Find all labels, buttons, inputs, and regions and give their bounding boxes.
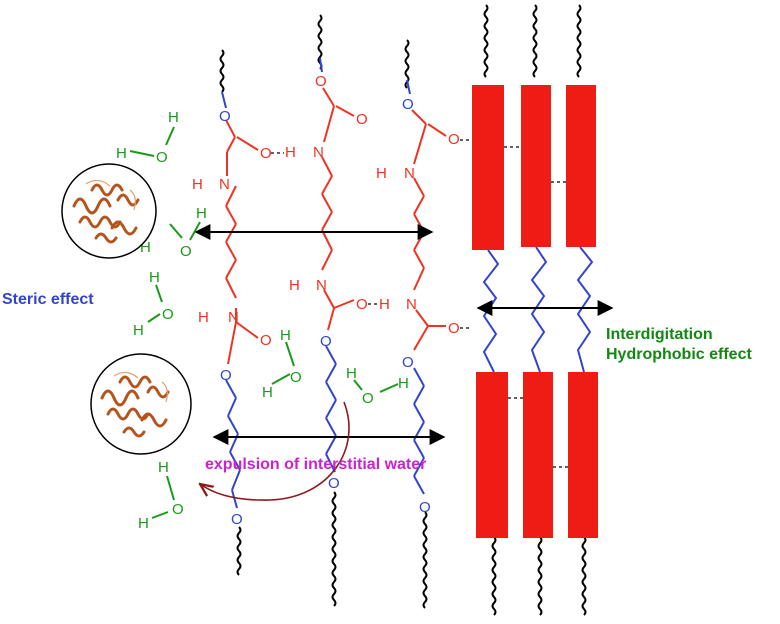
protein-ribbon-icon (100, 375, 170, 438)
protein-ribbon-icon (72, 183, 140, 244)
atom-n: N (313, 144, 324, 161)
lipid-block (521, 85, 551, 247)
protein-circle (90, 353, 192, 455)
atom-o: O (448, 320, 460, 337)
steric-effect-label: Steric effect (2, 291, 94, 308)
atom-o: O (156, 149, 168, 166)
atom-h: H (198, 309, 209, 326)
atom-n: N (219, 176, 230, 193)
protein-circle (61, 163, 157, 259)
atom-n: N (404, 165, 415, 182)
atom-h: H (133, 322, 144, 339)
atom-o: O (419, 499, 431, 516)
atom-h: H (196, 205, 207, 222)
water-molecule (129, 126, 399, 519)
atom-h: H (168, 109, 179, 126)
atom-o: O (328, 475, 340, 492)
atom-o: O (162, 306, 174, 323)
top-wavy-tails (219, 4, 582, 93)
atom-o: O (402, 354, 414, 371)
atom-o: O (315, 73, 327, 90)
atom-h: H (280, 327, 291, 344)
atom-o: O (260, 145, 272, 162)
atom-h: H (346, 365, 357, 382)
atom-h: H (379, 296, 390, 313)
protein-bottom (90, 353, 192, 455)
atom-o: O (402, 96, 414, 113)
lipid-block (476, 372, 508, 538)
atom-h: H (158, 459, 169, 476)
lipid-hbonds (504, 146, 568, 468)
atom-o: O (290, 369, 302, 386)
protein-top (61, 163, 157, 259)
atom-h: H (138, 515, 149, 532)
curved-expulsion-arrow (200, 401, 350, 501)
atom-o: O (231, 511, 243, 528)
atom-n: N (316, 277, 327, 294)
atom-o: O (260, 332, 272, 349)
atom-h: H (149, 269, 160, 286)
interdigitation-label: Interdigitation (606, 326, 713, 343)
atom-h: H (285, 144, 296, 161)
atom-h: H (262, 384, 273, 401)
lipid-block (568, 372, 598, 538)
lipid-block (566, 85, 596, 247)
molecule-middle: O O N H N H O O O (285, 57, 368, 492)
atom-h: H (376, 165, 387, 182)
interdigitated-chains (482, 246, 594, 373)
atom-h: H (116, 145, 127, 162)
bottom-wavy-tails (236, 491, 587, 616)
atom-h: H (140, 239, 151, 256)
water-molecules: H H O H H O H O H H O H H O H H O H (116, 109, 409, 532)
atom-h: H (192, 176, 203, 193)
atom-o: O (219, 108, 231, 125)
atom-o: O (180, 243, 192, 260)
atom-o: O (356, 111, 368, 128)
hydrophobic-effect-label: Hydrophobic effect (606, 346, 752, 363)
atom-o: O (362, 390, 374, 407)
atom-o: O (220, 367, 232, 384)
lipid-block (472, 85, 504, 250)
atom-n: N (406, 296, 417, 313)
atom-o: O (356, 296, 368, 313)
lipid-blocks (472, 85, 598, 538)
atom-h: H (289, 277, 300, 294)
arrows (194, 224, 614, 445)
atom-o: O (448, 131, 460, 148)
atom-o: O (172, 501, 184, 518)
atom-h: H (398, 375, 409, 392)
hydrogen-bonds (271, 139, 472, 329)
molecule-right: O O N H N H O O O (376, 79, 460, 516)
expulsion-label: expulsion of interstitial water (205, 456, 426, 473)
lipid-block (523, 372, 553, 538)
atom-n: N (228, 309, 239, 326)
atom-o: O (320, 333, 332, 350)
